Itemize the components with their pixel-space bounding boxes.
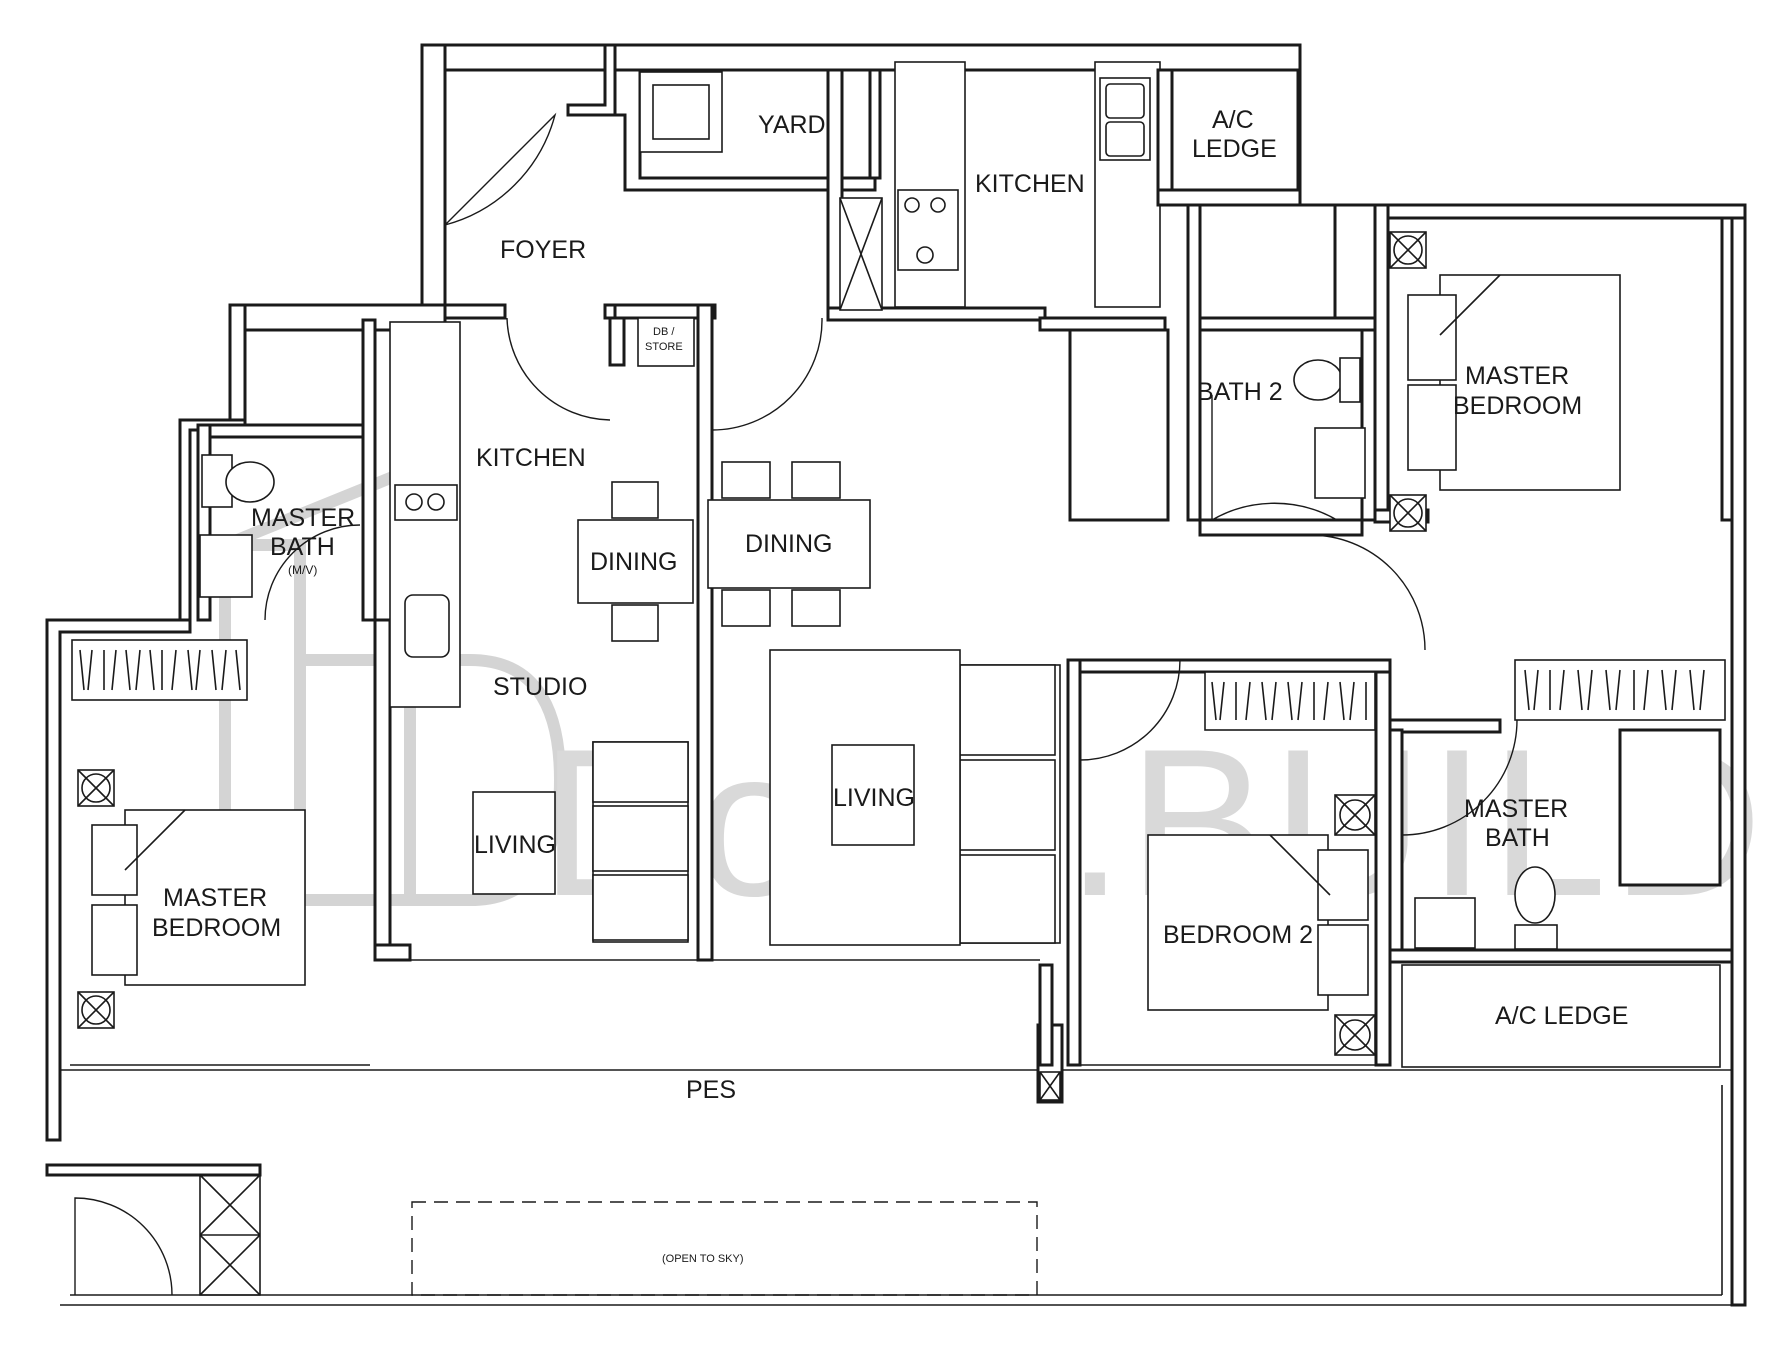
master-bed-right (1439, 274, 1621, 491)
ac-ledge-bottom-box (1401, 964, 1721, 1068)
label-living-main: LIVING (833, 784, 915, 812)
wardrobe-left (71, 639, 248, 701)
label-living-studio: LIVING (474, 831, 556, 859)
master-bath-right-sink (1414, 897, 1476, 949)
label-yard: YARD (758, 111, 826, 139)
coffee-table-main (831, 744, 915, 846)
label-studio: STUDIO (493, 673, 587, 701)
wardrobe-right (1514, 659, 1726, 721)
coffee-table-studio (472, 791, 556, 895)
room-labels: YARD KITCHEN A/C LEDGE FOYER DB / STORE … (152, 106, 1628, 1265)
label-master-bedroom-left-1: MASTER (163, 884, 267, 912)
label-db-store-2: STORE (645, 341, 683, 353)
label-kitchen-studio: KITCHEN (476, 444, 586, 472)
pes-area (60, 1023, 1745, 1306)
label-master-bedroom-right-2: BEDROOM (1453, 392, 1582, 420)
door-swings (264, 112, 1518, 836)
interior-walls (70, 43, 1734, 1068)
label-master-bath-left-note: (M/V) (288, 563, 317, 577)
label-ac-ledge-top-1: A/C (1212, 106, 1254, 134)
label-dining-main: DINING (745, 530, 833, 558)
master-bath-left-sink (199, 534, 253, 598)
master-bath-right-toilet (1514, 866, 1556, 924)
bath2-toilet (1293, 359, 1343, 401)
dining-table-main (707, 499, 871, 589)
label-ac-ledge-bottom: A/C LEDGE (1495, 1002, 1628, 1030)
label-db-store-1: DB / (653, 326, 675, 338)
label-bedroom2: BEDROOM 2 (1163, 921, 1313, 949)
db-store-box (637, 317, 695, 367)
label-master-bedroom-right-1: MASTER (1465, 362, 1569, 390)
label-foyer: FOYER (500, 236, 586, 264)
label-master-bedroom-left-2: BEDROOM (152, 914, 281, 942)
label-open-to-sky: (OPEN TO SKY) (662, 1253, 744, 1265)
wardrobe-hangers (79, 649, 1705, 721)
stove (897, 189, 959, 271)
label-master-bath-left-2: BATH (270, 533, 335, 561)
label-ac-ledge-top-2: LEDGE (1192, 135, 1277, 163)
label-master-bath-right-1: MASTER (1464, 795, 1568, 823)
dining-table-studio (577, 519, 694, 604)
label-bath2: BATH 2 (1197, 378, 1283, 406)
bed2 (1147, 834, 1329, 1011)
label-master-bath-right-2: BATH (1485, 824, 1550, 852)
label-pes: PES (686, 1076, 736, 1104)
label-master-bath-left-1: MASTER (251, 504, 355, 532)
open-to-sky-outline (411, 1201, 1038, 1296)
label-dining-studio: DINING (590, 548, 678, 576)
bath2-vanity (1314, 427, 1366, 499)
label-kitchen-main: KITCHEN (975, 170, 1085, 198)
